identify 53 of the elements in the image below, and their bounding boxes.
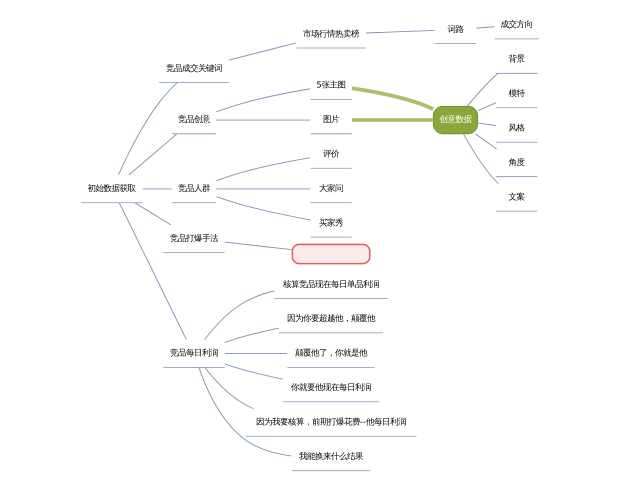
node-text: 因为我要核算，前期打爆花费--他每日利润: [256, 416, 406, 427]
connector: [216, 196, 311, 220]
node-text: 词路: [447, 24, 464, 34]
node-text: 你就要他现在每日利润: [291, 382, 372, 392]
connector: [224, 242, 293, 250]
node-text: 图片: [323, 114, 340, 124]
connector: [463, 133, 499, 184]
node-text: 大家问: [319, 183, 344, 194]
connector: [198, 366, 292, 456]
node-text: 文案: [508, 192, 525, 202]
connector: [216, 157, 311, 182]
connector: [477, 102, 496, 112]
connector: [366, 30, 435, 34]
connector: [352, 118, 434, 122]
node-text: 背景: [508, 54, 525, 64]
node-text: 评价: [323, 148, 340, 159]
node-text: 竞品每日利润: [170, 348, 218, 358]
connector: [475, 133, 498, 150]
node-text: 模特: [508, 88, 525, 98]
node-text: 竞品创意: [178, 114, 210, 124]
connector: [224, 364, 284, 380]
node-text: 竞品打爆手法: [170, 232, 218, 243]
connector: [476, 26, 495, 29]
connector: [118, 202, 187, 340]
node-text: 竞品成交关键词: [166, 62, 222, 73]
connector: [228, 42, 297, 60]
node-text: 我能换来什么结果: [299, 451, 364, 462]
node-text: 颠覆他了，你就是他: [295, 348, 368, 358]
node-text: 因为你要超越他，颠覆他: [287, 313, 376, 324]
connector: [224, 328, 280, 343]
connector: [128, 133, 178, 176]
node-text: 初始数据获取: [88, 183, 136, 194]
node-text: 风格: [508, 122, 525, 133]
node-text: 角度: [508, 157, 525, 168]
node-text: 竞品人群: [178, 183, 210, 194]
connector: [204, 290, 275, 340]
connector: [216, 88, 311, 112]
node-text: 买家秀: [319, 218, 344, 228]
connector: [477, 122, 496, 126]
node-text: 核算竞品现在每日单品利润: [283, 278, 380, 289]
node-text: 5张主图: [316, 80, 346, 90]
node-box: [292, 244, 370, 264]
connector: [204, 366, 254, 410]
node-text: 成交方向: [500, 19, 533, 30]
connector: [216, 188, 311, 190]
connector: [118, 82, 178, 176]
connector: [466, 73, 498, 107]
connector: [134, 202, 172, 226]
connector: [352, 86, 434, 111]
node-box: 创意数据: [432, 106, 478, 134]
connector: [142, 188, 172, 190]
node-text: 市场行情热卖榜: [303, 28, 360, 38]
connector: [224, 353, 288, 354]
